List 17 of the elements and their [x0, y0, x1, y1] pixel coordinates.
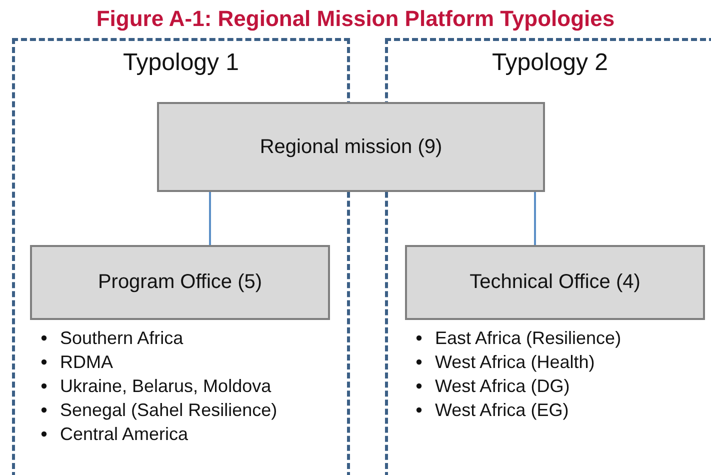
office-box: Program Office (5) — [30, 245, 330, 320]
connector-line — [534, 192, 536, 245]
list-item: Southern Africa — [60, 328, 184, 348]
region-heading: Typology 2 — [490, 49, 610, 77]
list-item: Ukraine, Belarus, Moldova — [60, 376, 272, 396]
list-item: West Africa (DG) — [435, 376, 570, 396]
list-item: Senegal (Sahel Resilience) — [60, 400, 278, 420]
office-box: Technical Office (4) — [405, 245, 705, 320]
list-item: Central America — [60, 424, 188, 444]
region-heading: Typology 1 — [122, 49, 240, 77]
connector-line — [209, 192, 211, 245]
list-item: West Africa (EG) — [435, 400, 569, 420]
office-box: Regional mission (9) — [157, 102, 545, 192]
list-item: West Africa (Health) — [435, 352, 595, 372]
list-item: RDMA — [60, 352, 113, 372]
list-item: East Africa (Resilience) — [435, 328, 622, 348]
title: Figure A-1: Regional Mission Platform Typologies — [95, 6, 616, 32]
